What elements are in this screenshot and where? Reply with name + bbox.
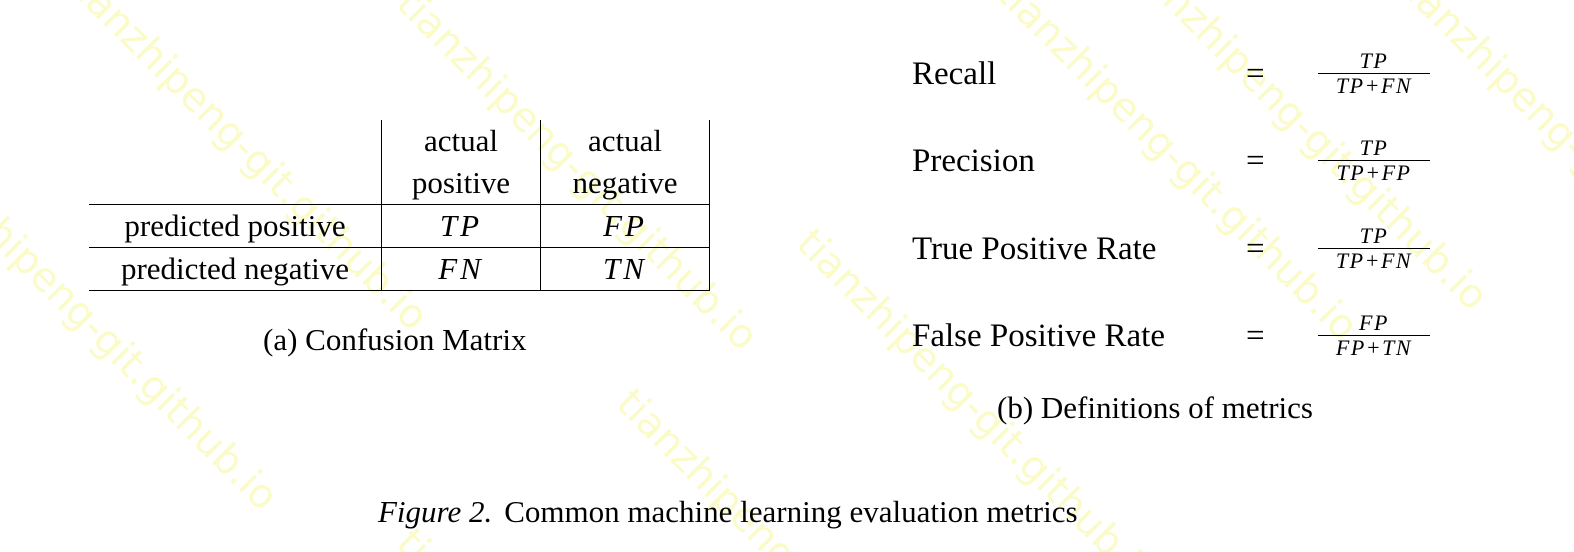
cell-fp: FP: [540, 204, 710, 248]
numerator: TP: [1318, 225, 1430, 249]
metric-name: False Positive Rate: [912, 318, 1165, 354]
metric-recall: Recall = TP TP+FN: [912, 50, 1452, 110]
metric-name: Precision: [912, 143, 1035, 179]
metric-true-positive-rate: True Positive Rate = TP TP+FN: [912, 225, 1452, 285]
subfigure-caption-b: (b) Definitions of metrics: [997, 390, 1313, 425]
equals-sign: =: [1246, 231, 1265, 267]
fraction: TP TP+FP: [1318, 137, 1430, 184]
equals-sign: =: [1246, 143, 1265, 179]
denominator: TP+FN: [1335, 73, 1413, 98]
metric-precision: Precision = TP TP+FP: [912, 137, 1452, 197]
empty-corner-cell: [89, 162, 382, 205]
figure-caption-text: Common machine learning evaluation metri…: [504, 494, 1078, 529]
equals-sign: =: [1246, 56, 1265, 92]
denominator: TP+FP: [1336, 160, 1412, 185]
table-row: predicted negative FN TN: [89, 247, 710, 291]
row-label-predicted-positive: predicted positive: [89, 204, 382, 248]
empty-corner-cell: [89, 120, 382, 162]
col-header-actual-negative: actual: [540, 120, 710, 162]
numerator: TP: [1318, 137, 1430, 161]
col-header-actual-negative-line2: negative: [540, 162, 710, 205]
cell-tn: TN: [540, 247, 710, 291]
figure-label: Figure 2.: [378, 494, 493, 529]
row-label-predicted-negative: predicted negative: [89, 247, 382, 291]
table-row: predicted positive TP FP: [89, 204, 710, 248]
figure-caption: Figure 2. Common machine learning evaluat…: [378, 494, 1078, 530]
cell-tp: TP: [381, 204, 541, 248]
confusion-matrix-table: actual actual positive negative predicte…: [89, 120, 710, 291]
metric-name: True Positive Rate: [912, 231, 1157, 267]
denominator: TP+FN: [1335, 248, 1413, 273]
metric-false-positive-rate: False Positive Rate = FP FP+TN: [912, 312, 1452, 372]
numerator: FP: [1318, 312, 1430, 336]
denominator: FP+TN: [1335, 335, 1413, 360]
fraction: TP TP+FN: [1318, 50, 1430, 97]
fraction: FP FP+TN: [1318, 312, 1430, 359]
metric-name: Recall: [912, 56, 997, 92]
numerator: TP: [1318, 50, 1430, 74]
subfigure-caption-a: (a) Confusion Matrix: [263, 322, 527, 357]
col-header-actual-positive: actual: [381, 120, 541, 162]
equals-sign: =: [1246, 318, 1265, 354]
fraction: TP TP+FN: [1318, 225, 1430, 272]
cell-fn: FN: [381, 247, 541, 291]
col-header-actual-positive-line2: positive: [381, 162, 541, 205]
